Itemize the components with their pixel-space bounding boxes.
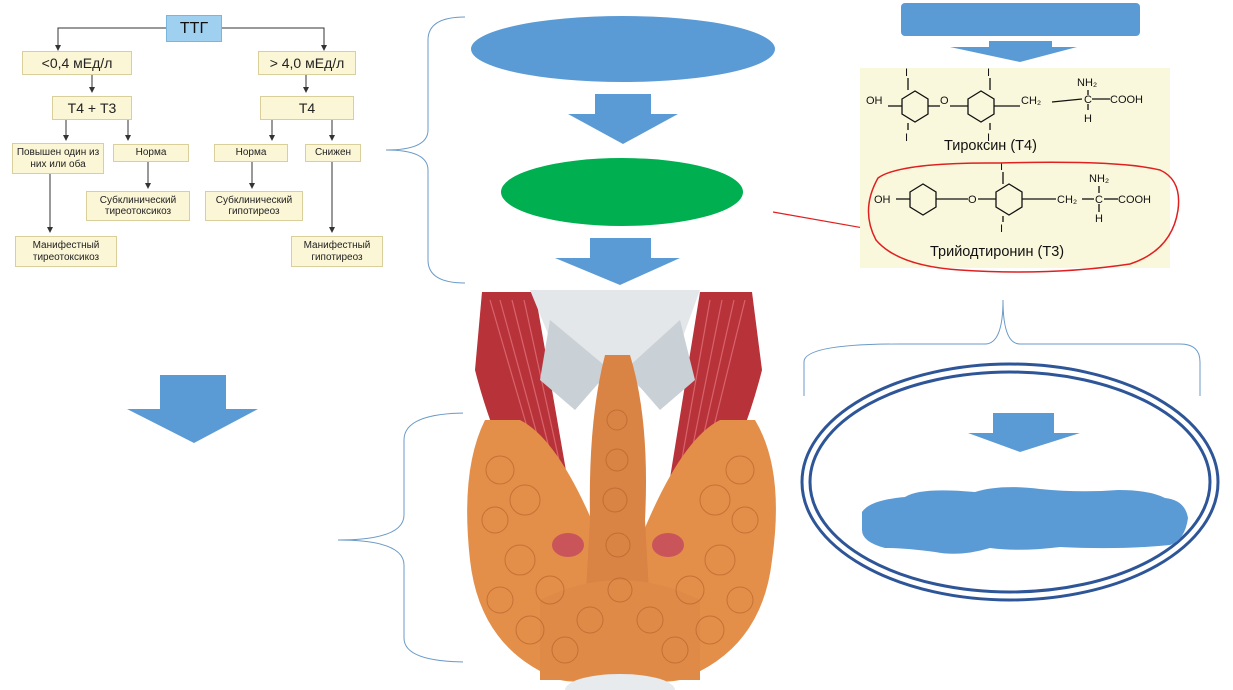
t3-h: H (1095, 213, 1103, 225)
flowchart-norm-right: Норма (214, 144, 288, 162)
t3-oh: OH (874, 194, 891, 206)
ring-brace (803, 299, 1201, 396)
flowchart-elevated: Повышен один из них или оба (12, 143, 104, 174)
t3-structure (896, 172, 1118, 222)
t3-o: O (968, 194, 977, 206)
ring-down-arrow (968, 413, 1080, 452)
thyroid-illustration (463, 290, 776, 690)
blue-ellipse (471, 16, 775, 82)
flowchart-decreased: Снижен (305, 144, 361, 162)
flowchart-lines (47, 27, 335, 233)
thyroid-brace (337, 412, 469, 663)
down-arrow-1 (568, 94, 678, 144)
t4-cooh: COOH (1110, 94, 1143, 106)
flowchart-subclinical-thyrotoxicosis: Субклинический тиреотоксикоз (86, 191, 190, 221)
flowchart-subclinical-hypothyroidism: Субклинический гипотиреоз (205, 191, 303, 221)
t4-caption: Тироксин (Т4) (944, 138, 1037, 154)
flowchart-brace (385, 16, 466, 284)
t4-iodine-4: I (987, 132, 990, 144)
t3-c: C (1095, 194, 1103, 206)
flowchart-t4: Т4 (260, 96, 354, 120)
t3-cooh: COOH (1118, 194, 1151, 206)
t4-o: O (940, 95, 949, 107)
t4-c: C (1084, 94, 1092, 106)
down-arrow-2 (555, 238, 680, 285)
top-right-blue-bar (901, 3, 1140, 36)
t4-h: H (1084, 113, 1092, 125)
flowchart-low-threshold: <0,4 мЕд/л (22, 51, 132, 75)
t4-iodine-2: I (905, 132, 908, 144)
t4-ch2: CH₂ (1021, 95, 1041, 107)
flowchart-manifest-hypothyroidism: Манифестный гипотиреоз (291, 236, 383, 267)
flowchart-high-threshold: > 4,0 мЕд/л (258, 51, 356, 75)
t4-oh: OH (866, 95, 883, 107)
inner-ring (808, 370, 1212, 594)
t3-caption: Трийодтиронин (Т3) (930, 244, 1065, 260)
t4-nh2: NH₂ (1077, 77, 1097, 89)
flowchart-manifest-thyrotoxicosis: Манифестный тиреотоксикоз (15, 236, 117, 267)
flowchart-t4-t3: Т4 + Т3 (52, 96, 132, 120)
t3-ch2: CH₂ (1057, 194, 1077, 206)
flowchart-root-tsh: ТТГ (166, 15, 222, 42)
t4-iodine-1: I (905, 67, 908, 79)
green-ellipse (501, 158, 743, 226)
t3-highlight-outline (867, 161, 1180, 273)
t3-nh2: NH₂ (1089, 173, 1109, 185)
t3-iodine-2: I (1000, 223, 1003, 235)
t4-structure (888, 78, 1110, 130)
down-arrow-left (127, 375, 258, 443)
t3-iodine-1: I (1000, 161, 1003, 173)
ring-blue-shape (862, 487, 1188, 554)
outer-ring (800, 362, 1220, 602)
down-arrow-right (950, 41, 1077, 62)
flowchart-norm-left: Норма (113, 144, 189, 162)
t4-iodine-3: I (987, 67, 990, 79)
